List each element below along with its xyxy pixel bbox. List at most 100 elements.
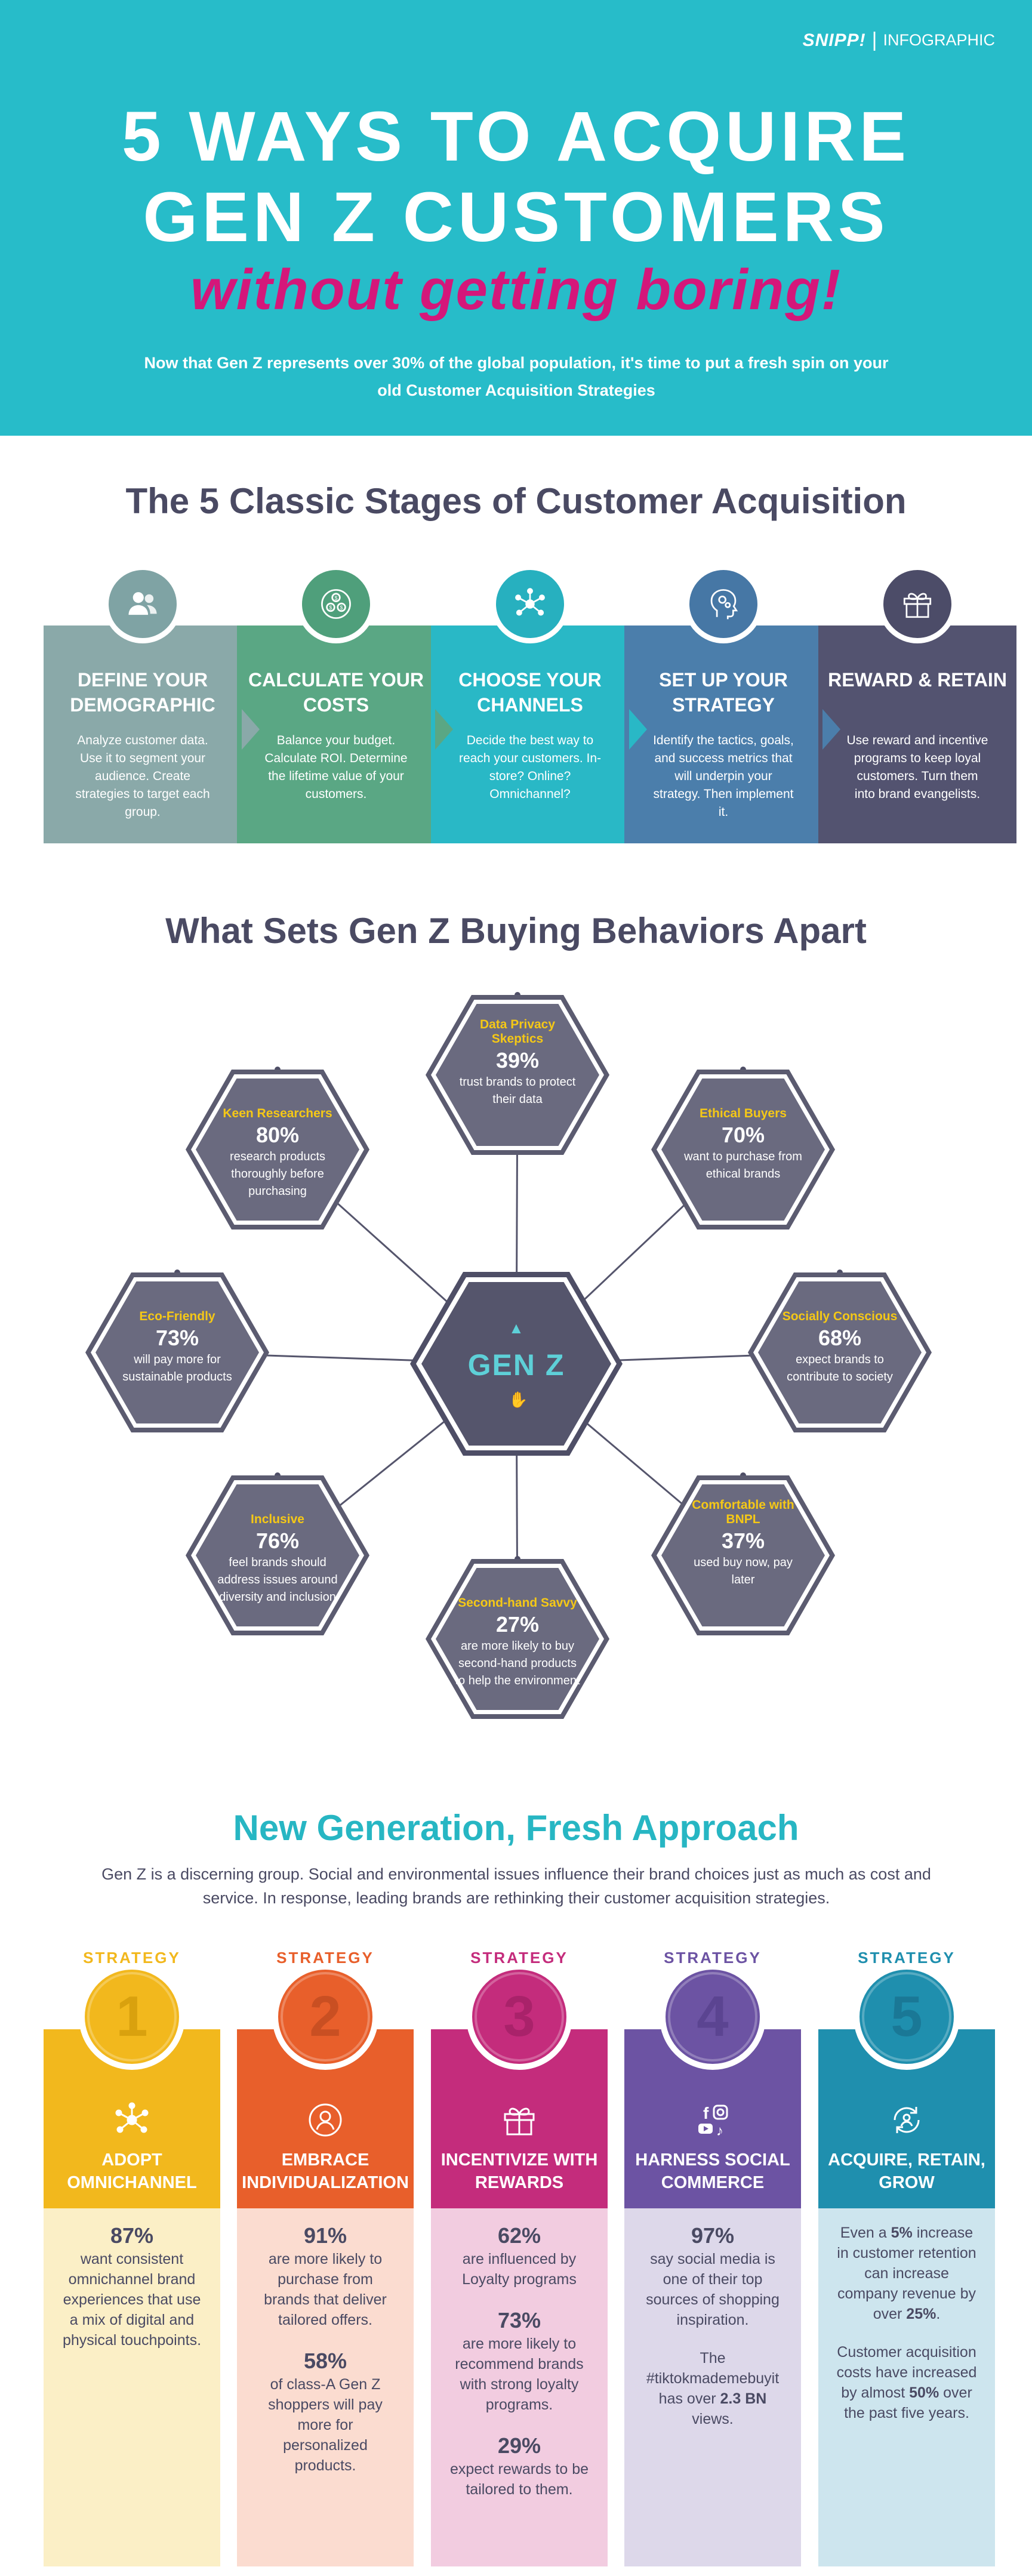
behavior-hexagon: Inclusive 76% feel brands should address i… xyxy=(186,1475,369,1635)
center-label: GEN Z xyxy=(467,1348,565,1382)
svg-text:f: f xyxy=(703,2104,709,2122)
strategy-name: EMBRACE INDIVIDUALIZATION xyxy=(242,2150,409,2192)
stage-desc: Balance your budget. Calculate ROI. Dete… xyxy=(264,734,408,801)
strategy-stat: Customer acquisition costs have increase… xyxy=(835,2342,978,2423)
svg-text:♪: ♪ xyxy=(716,2123,723,2139)
behavior-percent: 80% xyxy=(255,1123,300,1147)
stage-card-4: SET UP YOUR STRATEGY Identify the tactics… xyxy=(624,625,840,843)
strategy-name: ADOPT OMNICHANNEL xyxy=(67,2150,197,2192)
stat-value: 91% xyxy=(303,2223,347,2248)
brand-label: INFOGRAPHIC xyxy=(883,31,995,49)
strategy-stat: 87% want consistent omnichannel brand exp… xyxy=(60,2223,204,2350)
stat-text: Customer acquisition costs have increase… xyxy=(836,2344,977,2421)
behavior-percent: 73% xyxy=(155,1326,199,1350)
svg-text:$: $ xyxy=(340,605,343,611)
stat-text: Even a 5% increase in customer retention… xyxy=(837,2224,976,2322)
stat-value: 97% xyxy=(691,2223,735,2248)
behavior-name: Keen Researchers xyxy=(223,1107,332,1120)
hand-icon: ✋ xyxy=(509,1391,528,1409)
behavior-desc: want to purchase from ethical brands xyxy=(684,1150,802,1181)
brain-gear-icon xyxy=(684,565,763,643)
behavior-percent: 70% xyxy=(721,1123,765,1147)
strategy-header-4: f ♪ HARNESS SOCIAL COMMERCE xyxy=(624,2029,801,2208)
strategy-number-badge: 1 xyxy=(79,1964,185,2070)
strategy-number: 2 xyxy=(281,1972,370,2062)
gift-icon xyxy=(878,565,957,643)
behaviors-title: What Sets Gen Z Buying Behaviors Apart xyxy=(165,911,867,951)
stat-text: The #tiktokmademebuyit has over 2.3 BN v… xyxy=(646,2350,780,2427)
behavior-name: Socially Conscious xyxy=(782,1309,898,1323)
behavior-desc: will pay more for sustainable products xyxy=(122,1353,232,1383)
strategy-number-badge: 3 xyxy=(466,1964,572,2070)
main-title-line1: 5 WAYS TO ACQUIRE xyxy=(121,97,911,176)
strategy-number-badge: 2 xyxy=(272,1964,378,2070)
strategy-name: ACQUIRE, RETAIN, GROW xyxy=(828,2150,985,2192)
stage-arrow xyxy=(822,709,840,750)
stage-title: SET UP YOUR STRATEGY xyxy=(659,669,788,716)
strategy-stat: 62%are influenced by Loyalty programs xyxy=(448,2223,591,2290)
stage-arrow xyxy=(629,709,647,750)
behavior-percent: 76% xyxy=(255,1529,300,1553)
strategy-stat: 29%expect rewards to be tailored to them… xyxy=(448,2433,591,2500)
strategy-stats-5: Even a 5% increase in customer retention… xyxy=(818,2208,995,2566)
strategies-title: New Generation, Fresh Approach xyxy=(233,1808,799,1848)
stage-title: REWARD & RETAIN xyxy=(828,669,1007,691)
stage-arrow xyxy=(242,709,260,750)
strategy-stat: Even a 5% increase in customer retention… xyxy=(835,2223,978,2324)
brand-logo: SNIPP! xyxy=(802,30,866,50)
behavior-name: Eco-Friendly xyxy=(139,1309,215,1323)
behavior-desc: are more likely to buy second-hand produ… xyxy=(455,1640,580,1687)
behavior-desc: expect brands to contribute to society xyxy=(787,1353,893,1383)
stat-value: 29% xyxy=(497,2433,541,2458)
strategy-number: 3 xyxy=(475,1972,564,2062)
behavior-percent: 27% xyxy=(495,1612,540,1637)
stat-value: 73% xyxy=(497,2308,541,2332)
stage-title: DEFINE YOUR DEMOGRAPHIC xyxy=(70,669,215,716)
network-icon xyxy=(44,2101,220,2139)
brand: SNIPP! | INFOGRAPHIC xyxy=(803,29,995,52)
strategy-header-3: INCENTIVIZE WITH REWARDS xyxy=(431,2029,608,2208)
behavior-hexagon: Socially Conscious 68% expect brands to co… xyxy=(748,1272,932,1432)
behavior-desc: feel brands should address issues around… xyxy=(217,1556,338,1604)
behavior-desc: trust brands to protect their data xyxy=(459,1076,576,1106)
stage-title: CALCULATE YOUR COSTS xyxy=(248,669,424,716)
strategy-stats-4: 97% say social media is one of their top … xyxy=(624,2208,801,2566)
center-hexagon: ▲ GEN Z ✋ xyxy=(410,1272,623,1456)
stage-desc: Decide the best way to reach your custom… xyxy=(458,734,602,801)
stat-text: want consistent omnichannel brand experi… xyxy=(62,2251,202,2349)
strategy-number-badge: 4 xyxy=(660,1964,766,2070)
megaphone-icon: ▲ xyxy=(509,1319,524,1337)
stage-desc: Analyze customer data. Use it to segment… xyxy=(75,734,210,819)
svg-text:$: $ xyxy=(329,605,332,611)
brand-separator: | xyxy=(871,29,877,51)
stat-value: 87% xyxy=(110,2223,154,2248)
network-icon xyxy=(491,565,569,643)
behavior-name: Inclusive xyxy=(251,1512,304,1526)
stat-text: of class-A Gen Z shoppers will pay more … xyxy=(268,2376,383,2474)
strategy-stat: 91%are more likely to purchase from bran… xyxy=(254,2223,397,2330)
strategy-number: 5 xyxy=(862,1972,951,2062)
svg-text:$: $ xyxy=(334,595,337,601)
behavior-percent: 68% xyxy=(818,1326,862,1350)
strategy-stat: 97% say social media is one of their top … xyxy=(641,2223,784,2330)
strategy-name: HARNESS SOCIAL COMMERCE xyxy=(635,2150,790,2192)
stage-desc: Identify the tactics, goals, and success… xyxy=(653,734,794,819)
strategy-stat: 58%of class-A Gen Z shoppers will pay mo… xyxy=(254,2348,397,2476)
strategy-stats-2: 91%are more likely to purchase from bran… xyxy=(237,2208,414,2566)
stat-text: say social media is one of their top sou… xyxy=(646,2251,780,2328)
strategy-number: 1 xyxy=(87,1972,177,2062)
behavior-name: Ethical Buyers xyxy=(700,1107,787,1120)
person-circle-icon xyxy=(237,2101,414,2139)
strategy-number-badge: 5 xyxy=(854,1964,960,2070)
behavior-name: Comfortable with BNPL xyxy=(692,1498,794,1526)
behavior-desc: used buy now, pay later xyxy=(694,1556,793,1586)
behavior-desc: research products thoroughly before purc… xyxy=(229,1150,326,1198)
strategy-stats-3: 62%are influenced by Loyalty programs 73%… xyxy=(431,2208,608,2566)
money-icon: $$$ xyxy=(297,565,375,643)
strategies-intro: Gen Z is a discerning group. Social and … xyxy=(101,1865,931,1907)
